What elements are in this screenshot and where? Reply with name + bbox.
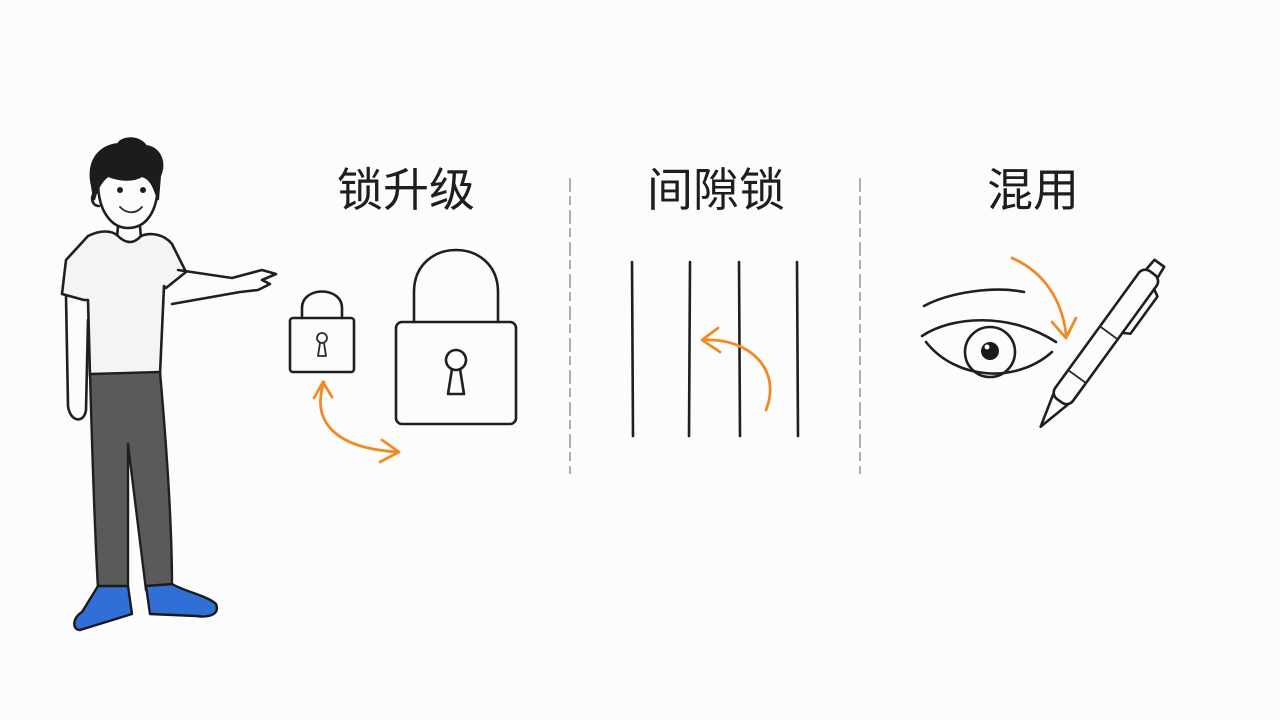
pen-clip xyxy=(1121,287,1159,336)
presenter-shoe-right xyxy=(144,582,219,618)
eye-iris xyxy=(963,325,1017,379)
gap-arrow-head xyxy=(700,326,722,354)
pen-tip xyxy=(1039,392,1070,429)
mix-arrow-head xyxy=(1050,316,1078,340)
presenter-right-arm xyxy=(170,268,278,306)
gap-lines-icon xyxy=(630,260,800,438)
gap-arrow xyxy=(702,338,772,412)
presenter-left-arm xyxy=(64,294,90,421)
presenter-eye-left xyxy=(117,187,123,193)
presenter-figure xyxy=(60,137,278,632)
gap-line-4 xyxy=(795,260,800,438)
presenter-eye-right xyxy=(140,187,146,193)
presenter-smile xyxy=(119,206,143,214)
eye-and-pen-icon xyxy=(920,256,1166,429)
pen-icon xyxy=(1039,258,1166,429)
eye-upper-lid xyxy=(920,319,1058,344)
large-lock-shackle xyxy=(412,248,500,324)
presenter-face xyxy=(96,180,160,230)
gap-line-2 xyxy=(687,260,692,438)
presenter-pants xyxy=(88,370,174,592)
presenter-hair xyxy=(89,137,164,201)
eye-pupil xyxy=(981,342,999,360)
section-title-gap-lock: 间隙锁 xyxy=(647,163,785,217)
small-lock-keyhole xyxy=(316,332,328,357)
lock-pair-icon xyxy=(288,248,518,464)
small-lock-body xyxy=(288,316,356,374)
escalation-arrow-head-up xyxy=(312,380,334,400)
presenter-ear xyxy=(90,190,101,208)
presenter-shoe-left xyxy=(73,584,134,632)
gap-line-1 xyxy=(630,260,635,438)
eye-brow xyxy=(922,288,1026,308)
pen-barrel xyxy=(1052,268,1160,406)
presenter-shirt xyxy=(60,230,188,378)
section-title-mixed-use: 混用 xyxy=(987,163,1079,217)
pen-grip-line xyxy=(1067,325,1119,384)
large-lock-keyhole xyxy=(444,348,468,396)
section-title-lock-escalation: 锁升级 xyxy=(337,163,475,217)
gap-line-3 xyxy=(737,260,742,438)
mix-arrow xyxy=(1010,256,1068,336)
eye-lower-lid xyxy=(924,340,1054,375)
large-lock-body xyxy=(394,320,518,426)
eye-highlight xyxy=(984,344,990,350)
pen-cap-top xyxy=(1145,258,1166,279)
escalation-arrow-head-right xyxy=(378,438,401,464)
small-lock-shackle xyxy=(300,290,344,320)
escalation-arrow xyxy=(319,380,400,454)
